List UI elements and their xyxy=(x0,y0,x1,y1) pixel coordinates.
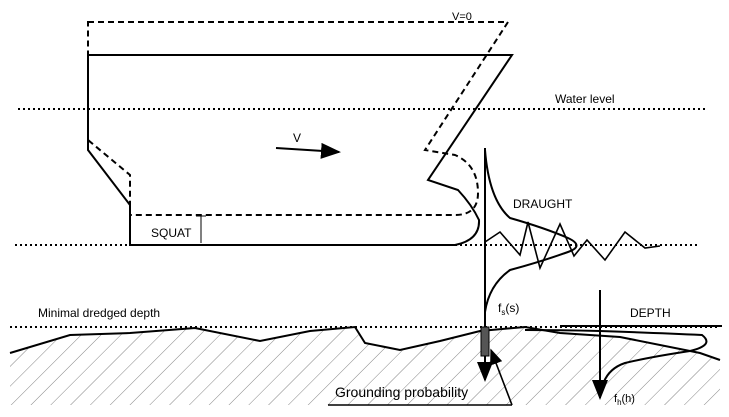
ship-hull-moving-outline xyxy=(87,54,514,246)
water-level-label: Water level xyxy=(555,92,615,106)
grounding-probability-region xyxy=(480,326,490,357)
depth-label: DEPTH xyxy=(630,306,671,320)
draught-label: DRAUGHT xyxy=(513,197,573,211)
squat-label: SQUAT xyxy=(151,226,192,240)
fh-label: fh(h) xyxy=(614,393,635,407)
depth-distribution-curve xyxy=(524,329,708,394)
seabed-hatched-ground xyxy=(10,327,720,405)
grounding-probability-pointer xyxy=(490,348,513,406)
ship-hull-at-rest-outline xyxy=(87,21,510,216)
velocity-label: V xyxy=(293,131,301,145)
grounding-probability-label: Grounding probability xyxy=(335,384,468,400)
minimal-dredged-depth-label: Minimal dredged depth xyxy=(38,306,160,320)
fs-label: fs(s) xyxy=(498,301,519,317)
draught-distribution-curve xyxy=(484,149,578,313)
seabed-profile-line xyxy=(9,325,721,361)
squat-variation-zigzag xyxy=(484,221,661,271)
velocity-arrow xyxy=(275,142,341,159)
v-zero-label: V=0 xyxy=(452,11,472,23)
